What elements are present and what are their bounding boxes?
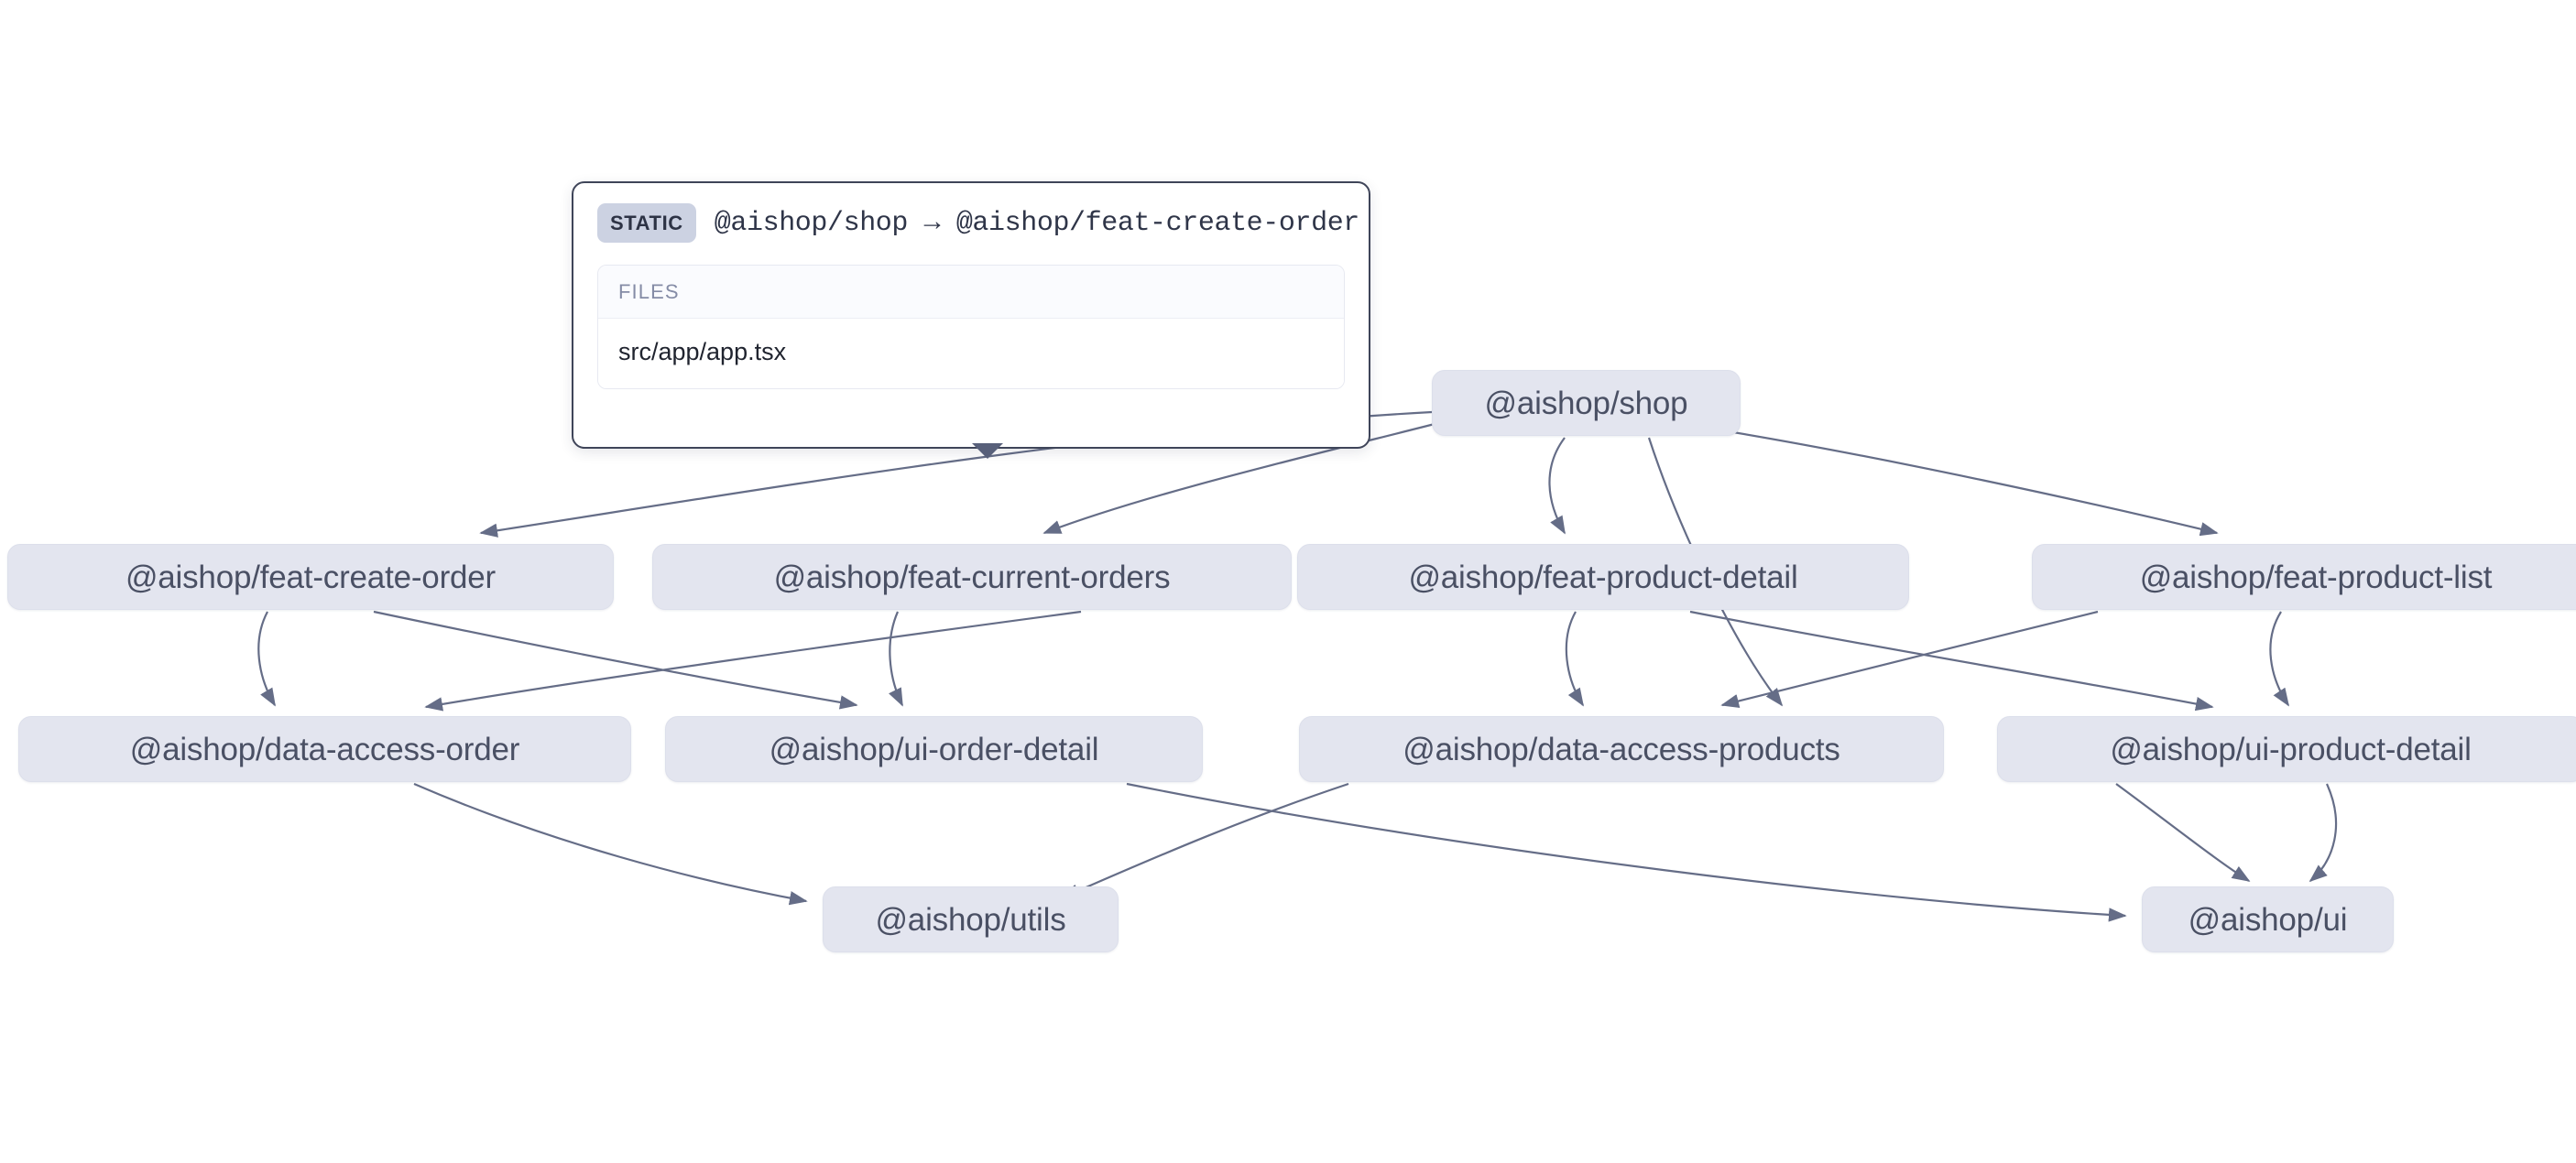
graph-node-label: @aishop/data-access-products [1403,731,1840,767]
graph-edge-ui-product-detail-to-ui[interactable] [2309,783,2338,883]
file-path-row[interactable]: src/app/app.tsx [618,338,787,365]
graph-edge-feat-product-list-to-ui-product-detail[interactable] [2269,611,2289,707]
graph-node-feat-product-detail[interactable]: @aishop/feat-product-detail [1297,544,1909,610]
graph-node-label: @aishop/shop [1484,385,1688,421]
graph-edge-feat-product-detail-to-data-access-products[interactable] [1565,611,1584,707]
graph-node-ui-order-detail[interactable]: @aishop/ui-order-detail [665,716,1203,782]
graph-edge-ui-order-detail-to-ui[interactable] [1126,782,2127,922]
graph-edge-feat-create-order-to-data-access-order[interactable] [257,611,276,707]
graph-node-label: @aishop/ui-order-detail [769,731,1099,767]
graph-edge-shop-to-feat-product-list[interactable] [1721,429,2219,537]
graph-node-label: @aishop/utils [875,901,1066,938]
graph-edge-feat-product-detail-to-ui-product-detail[interactable] [1689,610,2214,712]
graph-node-label: @aishop/data-access-order [129,731,520,767]
files-panel: FILES src/app/app.tsx [597,265,1345,390]
tooltip-header: STATIC @aishop/shop → @aishop/feat-creat… [597,203,1359,243]
graph-edge-ui-product-detail-to-ui[interactable] [2115,783,2251,882]
graph-node-ui-product-detail[interactable]: @aishop/ui-product-detail [1997,716,2576,782]
graph-edge-feat-product-list-to-data-access-products[interactable] [1720,610,2099,709]
tooltip-pointer-triangle [972,443,1003,459]
graph-node-shop[interactable]: @aishop/shop [1432,370,1741,436]
graph-node-label: @aishop/feat-product-detail [1408,559,1798,595]
graph-node-label: @aishop/feat-product-list [2139,559,2493,595]
graph-node-data-access-products[interactable]: @aishop/data-access-products [1299,716,1944,782]
graph-node-label: @aishop/ui-product-detail [2110,731,2472,767]
files-panel-header: FILES [598,266,1344,319]
files-panel-body: src/app/app.tsx [598,319,1344,389]
graph-edge-feat-current-orders-to-ui-order-detail[interactable] [889,611,903,707]
static-badge: STATIC [597,203,696,243]
graph-node-label: @aishop/feat-current-orders [773,559,1171,595]
tooltip-dependency-title: @aishop/shop → @aishop/feat-create-order [714,207,1360,239]
graph-node-data-access-order[interactable]: @aishop/data-access-order [18,716,631,782]
graph-edge-feat-current-orders-to-data-access-order[interactable] [424,610,1082,712]
graph-node-feat-product-list[interactable]: @aishop/feat-product-list [2032,544,2576,610]
graph-node-label: @aishop/ui [2188,901,2348,938]
graph-node-ui[interactable]: @aishop/ui [2142,886,2394,952]
graph-edge-shop-to-feat-product-detail[interactable] [1548,437,1566,535]
graph-edge-data-access-products-to-utils[interactable] [1061,782,1349,899]
graph-edge-feat-create-order-to-ui-order-detail[interactable] [373,610,858,710]
graph-node-feat-current-orders[interactable]: @aishop/feat-current-orders [652,544,1292,610]
graph-edges [257,410,2338,922]
graph-node-label: @aishop/feat-create-order [125,559,497,595]
graph-node-utils[interactable]: @aishop/utils [823,886,1119,952]
edge-detail-tooltip[interactable]: STATIC @aishop/shop → @aishop/feat-creat… [572,181,1370,449]
graph-node-feat-create-order[interactable]: @aishop/feat-create-order [7,544,614,610]
graph-edge-data-access-order-to-utils[interactable] [413,782,808,906]
